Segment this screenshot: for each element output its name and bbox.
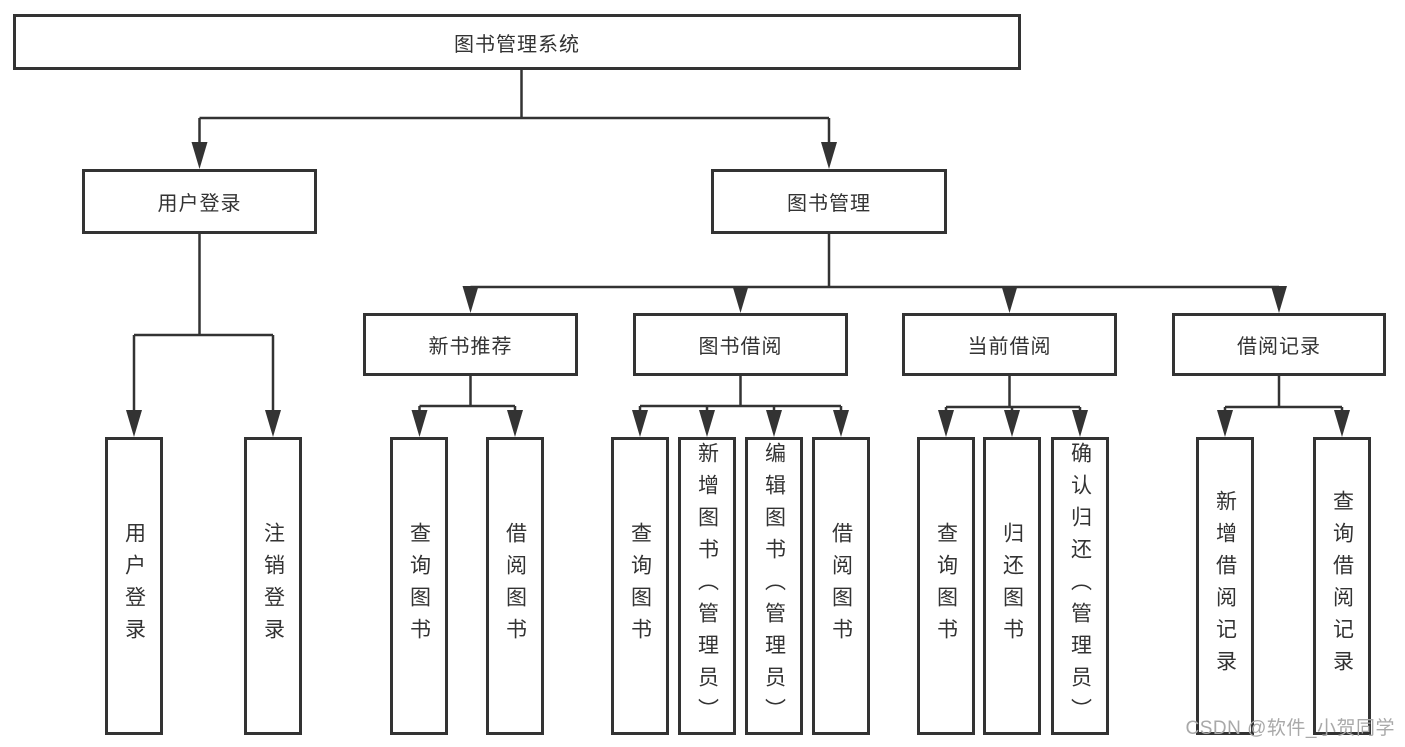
leaf-add-borrow-record-label: 新增借阅记录 [1213, 490, 1237, 682]
leaf-query-borrow-record: 查询借阅记录 [1313, 437, 1371, 735]
arrow-down-icon [699, 410, 715, 437]
arrow-down-icon [821, 142, 837, 169]
leaf-add-book-admin-label: 新增图书（管理员） [695, 442, 719, 730]
node-borrow-record: 借阅记录 [1172, 313, 1386, 376]
leaf-query-books-1: 查询图书 [390, 437, 448, 735]
leaf-confirm-return-admin-label: 确认归还（管理员） [1068, 442, 1092, 730]
node-book-management-label: 图书管理 [787, 193, 871, 215]
leaf-borrow-books-1: 借阅图书 [486, 437, 544, 735]
leaf-logout: 注销登录 [244, 437, 302, 735]
leaf-borrow-books-2-label: 借阅图书 [829, 522, 853, 650]
node-user-login: 用户登录 [82, 169, 317, 234]
node-book-borrow: 图书借阅 [633, 313, 848, 376]
leaf-return-book-label: 归还图书 [1000, 522, 1024, 650]
leaf-logout-label: 注销登录 [261, 522, 285, 650]
arrow-down-icon [411, 410, 428, 437]
node-current-borrow-label: 当前借阅 [967, 336, 1052, 358]
arrow-down-icon [732, 286, 749, 313]
watermark: CSDN @软件_小贺同学 [1185, 718, 1395, 739]
leaf-query-books-3-label: 查询图书 [934, 522, 958, 650]
leaf-query-books-2-label: 查询图书 [628, 522, 652, 650]
node-current-borrow: 当前借阅 [902, 313, 1117, 376]
leaf-add-borrow-record: 新增借阅记录 [1196, 437, 1254, 735]
node-borrow-record-label: 借阅记录 [1237, 336, 1321, 358]
leaf-query-books-2: 查询图书 [611, 437, 669, 735]
arrow-down-icon [265, 410, 281, 437]
arrow-down-icon [632, 410, 648, 437]
arrow-down-icon [1004, 410, 1020, 437]
arrow-down-icon [938, 410, 954, 437]
leaf-query-books-3: 查询图书 [917, 437, 975, 735]
node-root: 图书管理系统 [13, 14, 1021, 70]
node-user-login-label: 用户登录 [157, 193, 242, 215]
leaf-borrow-books-1-label: 借阅图书 [503, 522, 527, 650]
leaf-user-login-label: 用户登录 [122, 522, 146, 650]
leaf-user-login: 用户登录 [105, 437, 163, 735]
leaf-edit-book-admin: 编辑图书（管理员） [745, 437, 803, 735]
leaf-return-book: 归还图书 [983, 437, 1041, 735]
arrow-down-icon [1072, 410, 1088, 437]
arrow-down-icon [1334, 410, 1350, 437]
arrow-down-icon [462, 286, 479, 313]
node-book-borrow-label: 图书借阅 [698, 336, 783, 358]
arrow-down-icon [766, 410, 782, 437]
leaf-borrow-books-2: 借阅图书 [812, 437, 870, 735]
leaf-query-books-1-label: 查询图书 [407, 522, 431, 650]
arrow-down-icon [1001, 286, 1018, 313]
arrow-down-icon [191, 142, 208, 169]
leaf-confirm-return-admin: 确认归还（管理员） [1051, 437, 1109, 735]
node-book-management: 图书管理 [711, 169, 947, 234]
arrow-down-icon [126, 410, 142, 437]
leaf-edit-book-admin-label: 编辑图书（管理员） [762, 442, 786, 730]
node-root-label: 图书管理系统 [454, 33, 580, 56]
leaf-query-borrow-record-label: 查询借阅记录 [1330, 490, 1354, 682]
leaf-add-book-admin: 新增图书（管理员） [678, 437, 736, 735]
node-new-book-recommend: 新书推荐 [363, 313, 578, 376]
arrow-down-icon [1271, 286, 1287, 313]
arrow-down-icon [833, 410, 849, 437]
arrow-down-icon [507, 410, 523, 437]
arrow-down-icon [1217, 410, 1233, 437]
node-new-book-recommend-label: 新书推荐 [428, 336, 513, 358]
